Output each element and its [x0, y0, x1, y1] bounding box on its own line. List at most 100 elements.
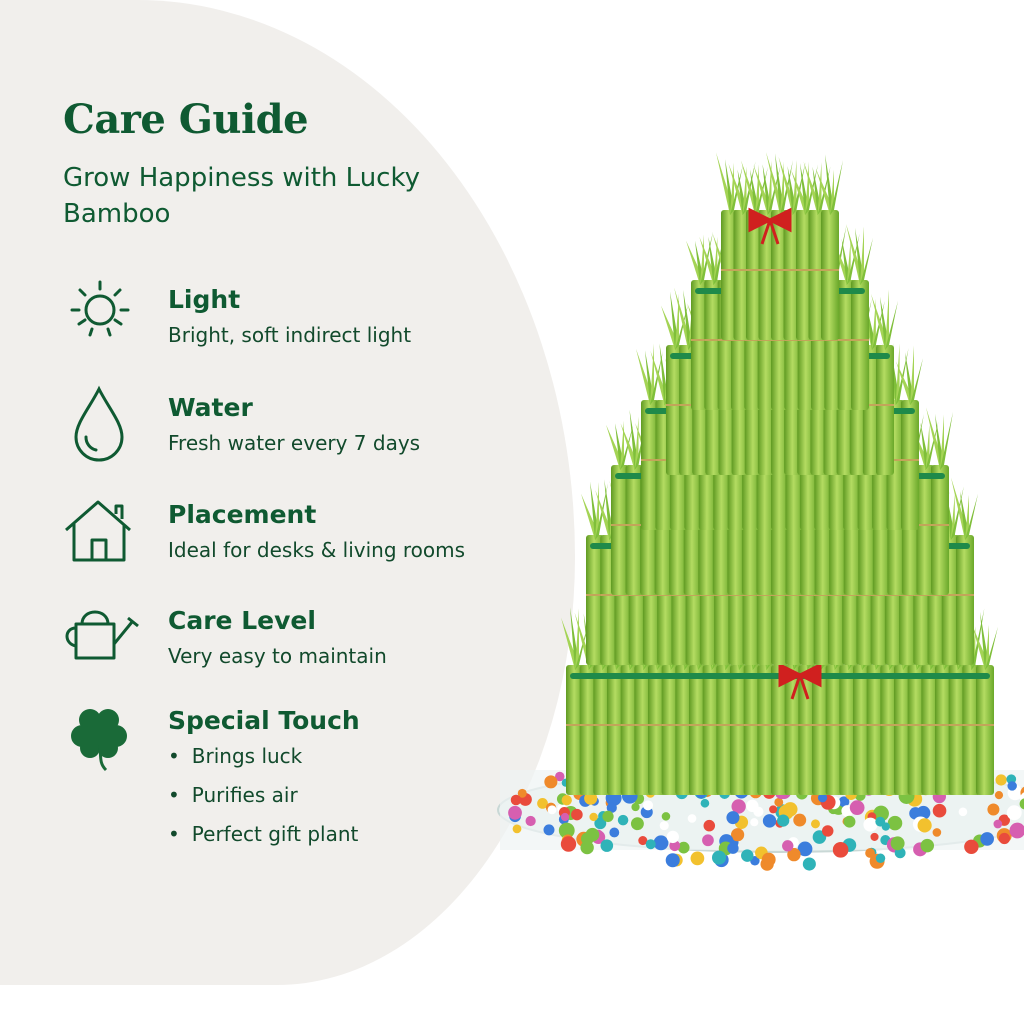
bamboo-stalk	[935, 665, 953, 795]
bamboo-leaf	[817, 162, 822, 215]
bamboo-stalk	[784, 665, 803, 795]
bamboo-stalk	[566, 665, 584, 795]
bamboo-stalk	[916, 465, 935, 595]
bamboo-stalk	[648, 665, 666, 795]
bamboo-leaf	[965, 493, 978, 540]
bamboo-stalk	[771, 665, 789, 795]
item-title: Special Touch	[168, 706, 360, 735]
clover-icon	[71, 709, 127, 772]
bamboo-leaf	[650, 343, 654, 405]
bamboo-leaf	[910, 345, 914, 405]
bamboo-leaf	[940, 412, 953, 470]
pebble	[964, 839, 979, 854]
bamboo-stalk	[730, 665, 748, 795]
pebble	[702, 834, 714, 847]
bamboo-stalk	[851, 280, 869, 410]
bamboo-stalk	[812, 665, 830, 795]
pebble	[1007, 781, 1017, 791]
bamboo-stalk	[962, 665, 981, 795]
pebble	[580, 840, 594, 855]
bamboo-stalk	[931, 465, 949, 595]
pebble	[746, 799, 759, 812]
bamboo-stalk	[876, 345, 894, 475]
house-icon	[65, 500, 131, 562]
item-description: Fresh water every 7 days	[168, 431, 421, 455]
pebble	[669, 840, 681, 852]
pebble	[630, 817, 644, 831]
bamboo-stalk	[948, 665, 967, 795]
item-title: Light	[168, 285, 241, 314]
bamboo-leaf	[925, 421, 939, 470]
bamboo-leaf	[830, 160, 843, 215]
pebble	[774, 797, 784, 807]
pebble	[750, 818, 759, 827]
pebble	[980, 832, 994, 846]
pebble	[642, 800, 654, 811]
pebble	[890, 836, 905, 851]
bullet-item: Perfect gift plant	[168, 822, 359, 861]
bamboo-leaf	[860, 226, 864, 285]
bullet-item: Brings luck	[168, 744, 358, 783]
bamboo-stalk	[743, 665, 762, 795]
pebble	[571, 808, 583, 821]
pebble	[1019, 798, 1024, 810]
lucky-bamboo-tree-image	[497, 152, 1024, 871]
bamboo-stalk	[689, 665, 707, 795]
water-drop-icon	[74, 385, 124, 462]
item-title: Care Level	[168, 606, 316, 635]
bamboo-stalk	[956, 535, 974, 665]
bamboo-leaf	[860, 237, 873, 285]
bamboo-leaf	[910, 358, 923, 405]
item-description: Ideal for desks & living rooms	[168, 538, 466, 562]
bamboo-leaf	[755, 166, 768, 215]
pebble	[687, 814, 697, 823]
pebble	[631, 802, 640, 812]
pebble	[870, 832, 879, 841]
pebble	[517, 788, 527, 798]
pebble	[761, 852, 776, 867]
pebble	[1006, 805, 1022, 821]
pebble	[677, 841, 690, 854]
pebble	[543, 824, 555, 836]
pebble	[797, 841, 813, 857]
pebble	[887, 815, 903, 831]
bamboo-stalk	[921, 665, 940, 795]
pebble	[993, 819, 1003, 829]
pebble	[560, 836, 577, 852]
bamboo-stalk	[757, 665, 776, 795]
bamboo-leaf	[985, 624, 989, 670]
pebble	[793, 813, 807, 827]
pebble	[875, 853, 886, 864]
pebble	[873, 805, 889, 822]
bamboo-stalk	[821, 210, 839, 340]
bamboo-leaf	[575, 624, 588, 670]
pebble	[777, 814, 790, 827]
pebble	[958, 807, 968, 817]
bamboo-stalk	[880, 665, 899, 795]
bamboo-leaf	[767, 165, 781, 215]
pebble	[849, 800, 865, 816]
pebble	[920, 838, 935, 853]
pebble	[843, 815, 856, 828]
pebble	[544, 775, 558, 789]
bamboo-stalk	[641, 400, 659, 530]
pebble	[661, 812, 671, 821]
pebble	[690, 851, 705, 866]
pebble	[762, 814, 777, 828]
pebble	[510, 794, 522, 806]
bamboo-stalk	[839, 665, 858, 795]
pebble	[875, 816, 886, 827]
pebble	[822, 825, 834, 837]
pebble	[638, 836, 648, 846]
bamboo-stalk	[625, 465, 644, 595]
bullet-item: Purifies air	[168, 783, 358, 822]
pebble	[783, 802, 798, 817]
bamboo-leaf	[650, 351, 663, 405]
pebble	[741, 849, 754, 862]
pebble	[585, 827, 600, 842]
bamboo-stalk	[702, 665, 721, 795]
bamboo-leaf	[730, 162, 734, 215]
pebble	[817, 793, 828, 803]
bamboo-stalk	[894, 665, 912, 795]
bamboo-stalk	[611, 465, 629, 595]
